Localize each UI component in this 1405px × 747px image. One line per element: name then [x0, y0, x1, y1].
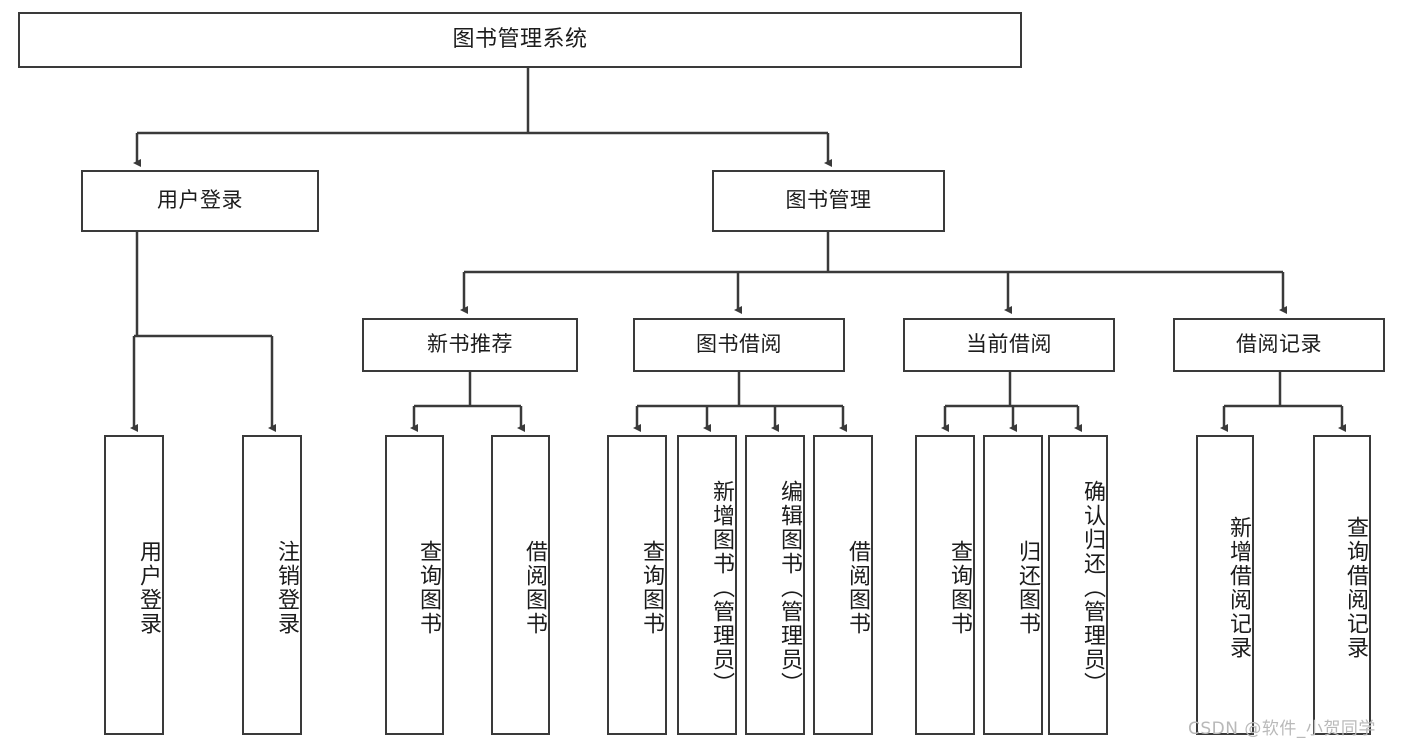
node-label: 新增图书（管理员）	[709, 480, 734, 696]
leaf-add-borrow-record[interactable]: 新增借阅记录	[1196, 435, 1254, 735]
node-user-login[interactable]: 用户登录	[81, 170, 319, 232]
leaf-query-book-current[interactable]: 查询图书	[915, 435, 975, 735]
node-label: 用户登录	[136, 540, 161, 636]
leaf-user-login[interactable]: 用户登录	[104, 435, 164, 735]
leaf-borrow-book-recommend[interactable]: 借阅图书	[491, 435, 550, 735]
node-label: 用户登录	[157, 188, 243, 213]
node-label: 查询图书	[639, 540, 664, 636]
node-label: 确认归还（管理员）	[1080, 480, 1105, 696]
node-label: 新书推荐	[427, 332, 513, 357]
node-label: 当前借阅	[966, 332, 1052, 357]
node-label: 查询图书	[947, 540, 972, 636]
leaf-add-book-admin[interactable]: 新增图书（管理员）	[677, 435, 737, 735]
node-label: 借阅图书	[845, 540, 870, 636]
leaf-confirm-return-admin[interactable]: 确认归还（管理员）	[1048, 435, 1108, 735]
node-book-management[interactable]: 图书管理	[712, 170, 945, 232]
node-borrow-record[interactable]: 借阅记录	[1173, 318, 1385, 372]
node-label: 归还图书	[1015, 540, 1040, 636]
node-current-borrow[interactable]: 当前借阅	[903, 318, 1115, 372]
leaf-logout-login[interactable]: 注销登录	[242, 435, 302, 735]
leaf-query-book-recommend[interactable]: 查询图书	[385, 435, 444, 735]
node-label: 编辑图书（管理员）	[777, 480, 802, 696]
node-label: 注销登录	[274, 540, 299, 636]
node-root-system[interactable]: 图书管理系统	[18, 12, 1022, 68]
node-label: 图书管理系统	[452, 26, 588, 52]
node-label: 借阅图书	[522, 540, 547, 636]
leaf-return-book[interactable]: 归还图书	[983, 435, 1043, 735]
node-new-book-recommend[interactable]: 新书推荐	[362, 318, 578, 372]
node-label: 查询借阅记录	[1343, 516, 1368, 660]
node-label: 新增借阅记录	[1226, 516, 1251, 660]
node-label: 图书管理	[785, 188, 872, 213]
node-label: 图书借阅	[696, 332, 782, 357]
leaf-query-borrow-record[interactable]: 查询借阅记录	[1313, 435, 1371, 735]
leaf-borrow-book[interactable]: 借阅图书	[813, 435, 873, 735]
leaf-query-book-borrow[interactable]: 查询图书	[607, 435, 667, 735]
node-book-borrow[interactable]: 图书借阅	[633, 318, 845, 372]
node-label: 查询图书	[416, 540, 441, 636]
csdn-watermark: CSDN @软件_小贺同学	[1188, 719, 1376, 739]
leaf-edit-book-admin[interactable]: 编辑图书（管理员）	[745, 435, 805, 735]
node-label: 借阅记录	[1236, 332, 1322, 357]
